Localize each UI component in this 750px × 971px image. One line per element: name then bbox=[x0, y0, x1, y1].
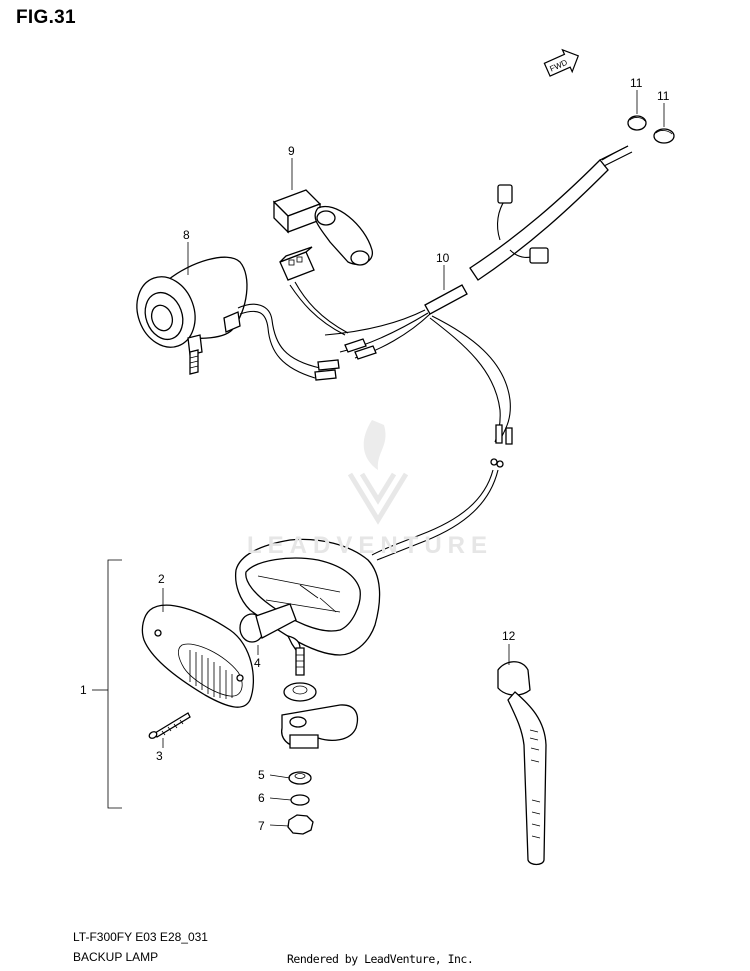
callout-9: 9 bbox=[288, 144, 295, 158]
washer-part-5-hole bbox=[294, 773, 306, 779]
render-credit: Rendered by LeadVenture, Inc. bbox=[287, 952, 474, 966]
nut-part-7 bbox=[287, 814, 314, 835]
callout-5: 5 bbox=[258, 768, 265, 782]
callout-labels: 1 2 3 4 5 6 7 8 9 10 11 11 12 bbox=[80, 76, 670, 833]
mounting-bracket bbox=[281, 647, 359, 749]
leader-lines bbox=[92, 90, 665, 827]
callout-7: 7 bbox=[258, 819, 265, 833]
lamp-housing bbox=[234, 538, 381, 656]
callout-11a: 11 bbox=[630, 76, 643, 90]
watermark-text: LEADVENTURE bbox=[247, 532, 494, 559]
callout-3: 3 bbox=[156, 749, 163, 763]
figure-title: FIG.31 bbox=[16, 7, 76, 28]
callout-1: 1 bbox=[80, 683, 87, 697]
screw-part-3 bbox=[148, 712, 191, 739]
lock-washer-part-6 bbox=[290, 794, 310, 806]
callout-11b: 11 bbox=[657, 89, 670, 103]
callout-2: 2 bbox=[158, 572, 165, 586]
figure-code: LT-F300FY E03 E28_031 bbox=[73, 930, 208, 944]
callout-10: 10 bbox=[436, 251, 450, 265]
wiring-harness-part-10 bbox=[289, 145, 633, 561]
callout-4: 4 bbox=[254, 656, 261, 670]
relay-part-9 bbox=[272, 189, 373, 266]
callout-6: 6 bbox=[258, 791, 265, 805]
connector-cap-part-11b bbox=[653, 128, 675, 144]
fwd-arrow-icon: FWD bbox=[543, 48, 580, 77]
watermark-logo bbox=[347, 420, 409, 525]
figure-name: BACKUP LAMP bbox=[73, 950, 159, 964]
backup-lamp-part-8 bbox=[136, 256, 340, 381]
relay-connector bbox=[279, 246, 315, 281]
connector-cap-part-11a bbox=[627, 115, 647, 131]
callout-8: 8 bbox=[183, 228, 190, 242]
callout-12: 12 bbox=[502, 629, 516, 643]
cable-tie-part-12 bbox=[497, 661, 547, 866]
lamp-lens-part-2 bbox=[141, 604, 255, 708]
